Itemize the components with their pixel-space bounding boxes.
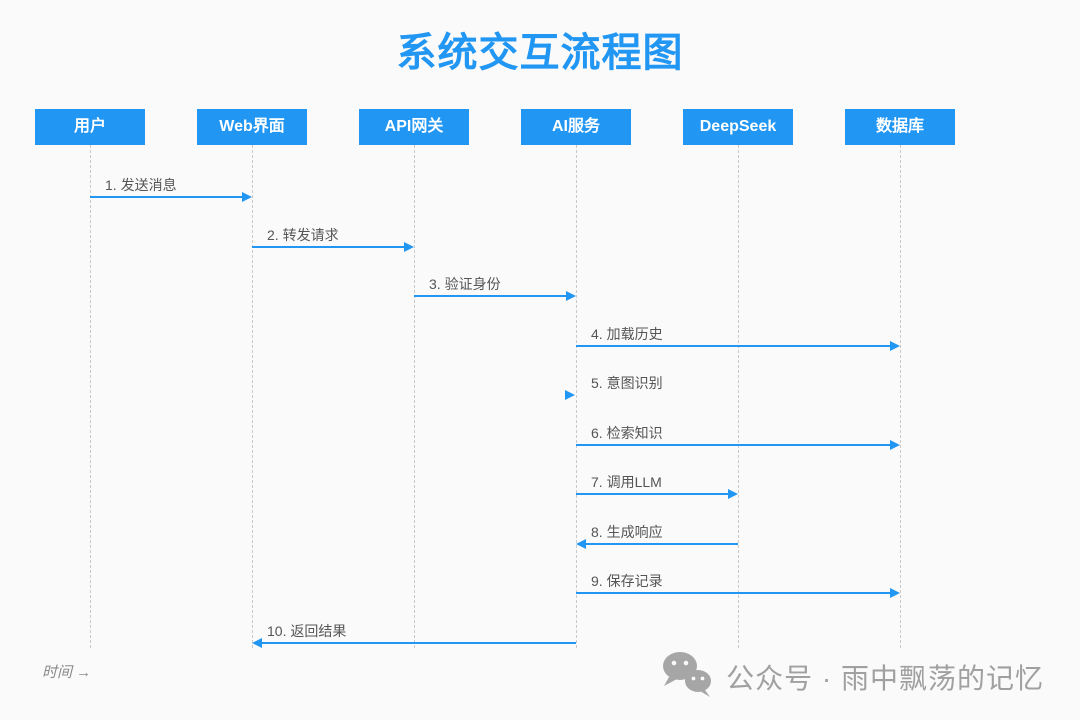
message-arrow-line [414, 295, 567, 297]
actor-lifeline [90, 145, 91, 648]
actor-box: DeepSeek [683, 109, 793, 145]
actor-lifeline [738, 145, 739, 648]
actor-box: 数据库 [845, 109, 955, 145]
message-arrowhead [890, 588, 900, 598]
wechat-icon [660, 650, 714, 703]
message-label: 10. 返回结果 [267, 623, 347, 639]
message-label: 4. 加载历史 [591, 326, 663, 342]
actor-box: API网关 [359, 109, 469, 145]
message-arrow-line [585, 543, 738, 545]
message-arrow-line [90, 196, 243, 198]
message-label: 5. 意图识别 [591, 375, 663, 391]
message-arrow-line [576, 345, 891, 347]
watermark-text: 公众号 · 雨中飘荡的记忆 [726, 662, 1044, 694]
message-label: 3. 验证身份 [429, 276, 501, 292]
message-arrowhead [404, 242, 414, 252]
message-arrow-line [576, 493, 729, 495]
message-label: 6. 检索知识 [591, 425, 663, 441]
time-axis-label: 时间 → [42, 664, 92, 681]
message-arrow-line [576, 444, 891, 446]
message-arrowhead [890, 440, 900, 450]
message-label: 1. 发送消息 [105, 177, 177, 193]
message-arrowhead [566, 291, 576, 301]
message-arrowhead [890, 341, 900, 351]
actor-box: AI服务 [521, 109, 631, 145]
message-arrow-line [252, 246, 405, 248]
message-arrowhead [576, 539, 586, 549]
message-label: 9. 保存记录 [591, 573, 663, 589]
actor-lifeline [576, 145, 577, 648]
message-arrow-line [261, 642, 576, 644]
message-arrowhead [242, 192, 252, 202]
actor-box: Web界面 [197, 109, 307, 145]
message-arrowhead [565, 390, 575, 400]
message-arrowhead [728, 489, 738, 499]
page-title: 系统交互流程图 [396, 31, 684, 75]
message-arrowhead [252, 638, 262, 648]
message-arrow-line [576, 592, 891, 594]
actor-box: 用户 [35, 109, 145, 145]
actor-lifeline [252, 145, 253, 648]
message-label: 8. 生成响应 [591, 524, 663, 540]
actor-lifeline [414, 145, 415, 648]
actor-lifeline [900, 145, 901, 648]
message-label: 2. 转发请求 [267, 227, 339, 243]
message-label: 7. 调用LLM [591, 474, 662, 490]
watermark: 公众号 · 雨中飘荡的记忆 [660, 650, 1044, 703]
